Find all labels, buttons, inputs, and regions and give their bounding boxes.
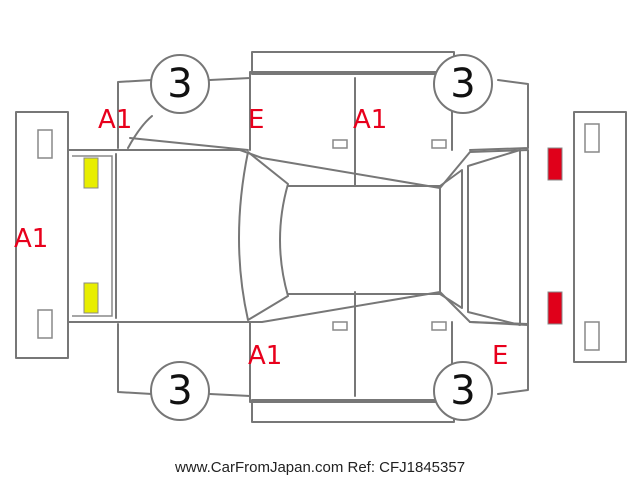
code-front-bumper: A1	[14, 224, 48, 254]
rear-light-left-marker	[547, 147, 563, 181]
wheel-badge-front-right: 3	[150, 361, 210, 421]
code-right-rear-quarter: E	[492, 341, 508, 371]
rear-light-right-marker	[547, 291, 563, 325]
wheel-badge-rear-right-number: 3	[450, 368, 475, 414]
car-top-view	[67, 149, 529, 326]
wheel-badge-rear-left-number: 3	[450, 61, 475, 107]
code-left-rear-door: A1	[353, 105, 387, 135]
footer-reference: www.CarFromJapan.com Ref: CFJ1845357	[174, 459, 465, 476]
front-light-markers	[83, 157, 99, 314]
rear-light-markers	[547, 147, 563, 325]
wheel-badge-front-right-number: 3	[167, 368, 192, 414]
rear-bumper	[573, 111, 627, 363]
front-bumper	[15, 111, 69, 359]
wheel-badge-rear-left: 3	[433, 54, 493, 114]
code-right-front-door: A1	[248, 341, 282, 371]
wheel-badge-front-left: 3	[150, 54, 210, 114]
wheel-badge-rear-right: 3	[433, 361, 493, 421]
front-light-right-marker	[83, 282, 99, 314]
front-light-left-marker	[83, 157, 99, 189]
code-left-a-pillar: E	[248, 105, 264, 135]
wheel-badge-front-left-number: 3	[167, 61, 192, 107]
code-left-front-fender: A1	[98, 105, 132, 135]
